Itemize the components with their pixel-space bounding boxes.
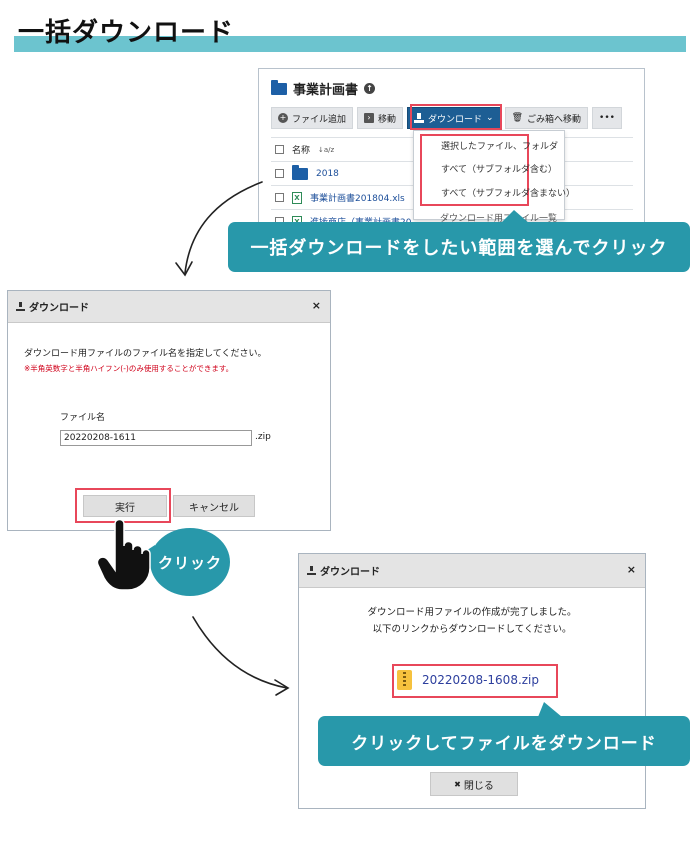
download-icon <box>414 113 425 123</box>
filename-label: ファイル名 <box>60 413 106 423</box>
folder-icon <box>271 79 287 95</box>
dropdown-item-all-with-subfolders[interactable]: すべて（サブフォルダ含む） <box>441 165 558 175</box>
chevron-down-icon: ⌄ <box>486 113 494 123</box>
dialog-message-1: ダウンロード用ファイルの作成が完了しました。 <box>367 607 577 618</box>
callout-click: クリック <box>150 528 230 596</box>
download-label: ダウンロード <box>428 114 483 125</box>
callout-tail <box>538 702 562 717</box>
row-name[interactable]: 2018 <box>316 168 339 179</box>
download-button-highlight <box>410 104 502 130</box>
more-button[interactable]: ••• <box>592 107 622 129</box>
callout-select-range: 一括ダウンロードをしたい範囲を選んでクリック <box>228 222 690 272</box>
dropdown-highlight <box>420 134 529 206</box>
add-file-label: ファイル追加 <box>292 114 347 125</box>
callout-click-download: クリックしてファイルをダウンロード <box>318 716 690 766</box>
close-icon[interactable]: × <box>626 563 636 576</box>
title-area: 一括ダウンロード <box>0 0 700 60</box>
run-button[interactable]: 実行 <box>83 495 167 517</box>
download-complete-dialog: ダウンロード × ダウンロード用ファイルの作成が完了しました。 以下のリンクから… <box>298 553 646 809</box>
trash-icon: 🗑 <box>511 113 524 123</box>
download-button[interactable]: ダウンロード ⌄ <box>407 107 501 129</box>
sort-icon[interactable]: ↓a/z <box>318 145 335 154</box>
download-link-highlight <box>392 664 558 698</box>
download-icon <box>307 566 316 575</box>
close-icon[interactable]: × <box>311 299 321 312</box>
move-button[interactable]: › 移動 <box>357 107 404 129</box>
folder-icon <box>292 164 308 180</box>
download-link[interactable]: 20220208-1608.zip <box>422 673 540 687</box>
filename-input[interactable]: 20220208-1611 <box>60 430 252 446</box>
close-button[interactable]: ✖ 閉じる <box>430 772 518 796</box>
column-name: 名称 <box>292 146 311 156</box>
dropdown-item-download-list[interactable]: ダウンロード用ファイル一覧 <box>440 214 558 224</box>
zip-file-icon <box>397 670 412 690</box>
dropdown-item-selected-files[interactable]: 選択したファイル、フォルダ <box>441 142 559 152</box>
toolbar: + ファイル追加 › 移動 ダウンロード ⌄ 🗑 ごみ箱へ移動 ••• <box>271 107 622 129</box>
row-name[interactable]: 事業計画書201804.xls <box>310 194 405 204</box>
excel-file-icon: X <box>292 191 302 204</box>
title-underline <box>14 36 686 52</box>
close-button-label: 閉じる <box>463 780 494 792</box>
run-button-highlight <box>75 488 171 523</box>
move-label: 移動 <box>378 114 397 125</box>
page-title: 一括ダウンロード <box>18 18 235 48</box>
close-icon: ✖ <box>454 779 461 789</box>
select-all-checkbox[interactable] <box>275 145 284 154</box>
dialog-warning: ※半角英数字と半角ハイフン(-)のみ使用することができます。 <box>24 364 234 373</box>
cancel-button[interactable]: キャンセル <box>173 495 255 517</box>
callout-tail <box>500 210 530 224</box>
trash-button[interactable]: 🗑 ごみ箱へ移動 <box>504 107 589 129</box>
add-file-button[interactable]: + ファイル追加 <box>271 107 354 129</box>
trash-label: ごみ箱へ移動 <box>527 114 582 125</box>
folder-title: 事業計画書 <box>293 83 359 98</box>
move-icon: › <box>364 113 375 123</box>
plus-icon: + <box>278 113 288 123</box>
extension-label: .zip <box>255 432 271 442</box>
row-checkbox[interactable] <box>275 193 284 202</box>
row-checkbox[interactable] <box>275 169 284 178</box>
folder-header: 事業計画書 ↑ <box>271 79 376 98</box>
dialog-title: ダウンロード <box>29 303 89 314</box>
download-icon <box>16 302 25 311</box>
dropdown-item-all-without-subfolders[interactable]: すべて（サブフォルダ含まない） <box>441 189 576 199</box>
dialog-header: ダウンロード × <box>8 291 330 323</box>
dialog-title: ダウンロード <box>320 567 380 578</box>
curved-arrow-icon <box>192 616 290 696</box>
upload-icon[interactable]: ↑ <box>364 83 376 94</box>
dialog-message-2: 以下のリンクからダウンロードしてください。 <box>372 624 572 635</box>
dialog-header: ダウンロード × <box>299 554 645 588</box>
dialog-message: ダウンロード用ファイルのファイル名を指定してください。 <box>24 349 267 359</box>
